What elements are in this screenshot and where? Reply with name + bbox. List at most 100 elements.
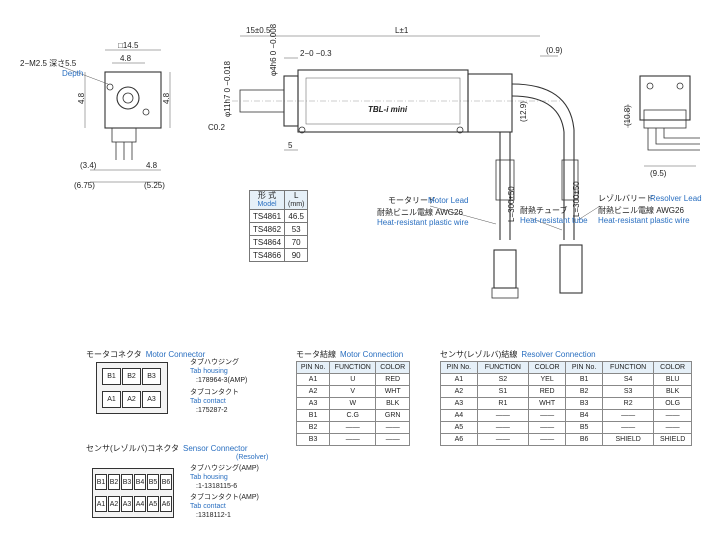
motor-wire-jp: 耐熱ビニル電線 AWG26 [377, 207, 463, 217]
resolver-lead-len: L=300±50 [572, 181, 581, 217]
pin-cell: A2 [108, 496, 120, 512]
table-cell: B3 [295, 433, 331, 446]
pin-cell: B3 [121, 474, 133, 490]
tube-en: Heat-resistant tube [520, 216, 588, 225]
hole-note-en: Depth [62, 69, 83, 78]
pin-cell: B1 [95, 474, 107, 490]
resolver-wire-en: Heat-resistant plastic wire [598, 216, 690, 225]
sensor-housing-note: タブハウジング(AMP)Tab housing:1-1318115-6 [190, 465, 259, 490]
pin-cell: A3 [142, 391, 161, 408]
pin-cell: A5 [147, 496, 159, 512]
table-cell: B2 [565, 385, 603, 398]
table-cell: —— [653, 421, 692, 434]
sensor-contact-note: タブコンタクト(AMP)Tab contact:1318112-1 [190, 494, 259, 519]
resolver-wire-jp: 耐熱ビニル電線 AWG26 [598, 205, 684, 215]
resolver-lead-jp: レゾルバリード [598, 194, 654, 203]
end-hole-icon [646, 82, 654, 90]
table-cell: BLK [653, 385, 692, 398]
table-cell: A6 [440, 433, 478, 446]
table-cell: A1 [440, 373, 478, 386]
table-cell: B1 [295, 409, 331, 422]
table-cell: S2 [476, 373, 530, 386]
hole-note: 2−M2.5 深さ5.5 [20, 59, 77, 68]
pin-cell: A4 [134, 496, 146, 512]
lead-offset-dim: (0.9) [546, 46, 563, 55]
sensor-title-en2: (Resolver) [236, 454, 269, 461]
pin-cell: B6 [160, 474, 172, 490]
table-cell: —— [528, 433, 567, 446]
table-cell: —— [375, 421, 410, 434]
motor-lead-en: Motor Lead [428, 196, 468, 205]
table-cell: A3 [295, 397, 331, 410]
table-cell: SHIELD [601, 433, 655, 446]
tube-jp: 耐熱チューブ [520, 205, 568, 215]
table-cell: A2 [295, 385, 331, 398]
resolver-connector-housing [559, 244, 583, 294]
table-cell: —— [601, 409, 655, 422]
motor-connector-diagram: B1 B2 B3 A1 A2 A3 [96, 362, 168, 414]
l-header: L(mm) [284, 190, 309, 210]
bottom-left-dim: (3.4) [80, 161, 97, 170]
table-row: A5————B5———— [440, 421, 692, 434]
lead-callouts: モータリード Motor Lead 耐熱ビニル電線 AWG26 Heat-res… [377, 194, 702, 231]
table-cell: —— [329, 421, 377, 434]
table-row: A4————B4———— [440, 409, 692, 422]
end-body [639, 75, 691, 121]
table-cell: —— [601, 421, 655, 434]
table-cell: R2 [601, 397, 655, 410]
resolver-lead-tube [561, 159, 579, 201]
step-dim: 2−0 −0.3 [300, 49, 332, 58]
motor-label: TBL-i mini [368, 105, 408, 114]
resolver-connection-table: PIN No. FUNCTION COLOR PIN No. FUNCTION … [440, 361, 692, 446]
table-cell: A3 [440, 397, 478, 410]
table-cell: —— [476, 409, 530, 422]
motor-lead-jp: モータリード [388, 196, 436, 205]
motor-lead-tube [495, 159, 515, 201]
table-cell: GRN [375, 409, 410, 422]
pin-cell: A1 [102, 391, 121, 408]
table-cell: A4 [440, 409, 478, 422]
bend-dim: (12.9) [519, 101, 528, 122]
table-row: B3———— [295, 433, 410, 446]
right-v-dim: 4.8 [162, 92, 171, 104]
table-cell: RED [375, 373, 410, 386]
table-cell: B3 [565, 397, 603, 410]
bottom-right-dim: 4.8 [146, 161, 158, 170]
table-row: B2———— [295, 421, 410, 434]
pin-cell: B3 [142, 368, 161, 385]
chamfer-dim: C0.2 [208, 123, 225, 132]
front-square-dim: □14.5 [118, 41, 139, 50]
front-shaft [122, 92, 134, 104]
mount-hole-right [142, 108, 150, 116]
table-cell: B5 [565, 421, 603, 434]
table-cell: SHIELD [653, 433, 692, 446]
end-height-dim: (10.8) [623, 105, 632, 126]
table-cell: C.G [329, 409, 377, 422]
base-dim: 5 [288, 141, 293, 150]
pin-cell: B1 [102, 368, 121, 385]
rear-cover [467, 73, 513, 133]
pin-cell: A1 [95, 496, 107, 512]
motor-wire-en: Heat-resistant plastic wire [377, 218, 469, 227]
table-cell: WHT [528, 397, 567, 410]
table-cell: S3 [601, 385, 655, 398]
end-width-dim: (9.5) [650, 169, 667, 178]
front-view: □14.5 4.8 2−M2.5 深さ5.5 Depth 4.8 4.8 (3.… [20, 41, 171, 190]
